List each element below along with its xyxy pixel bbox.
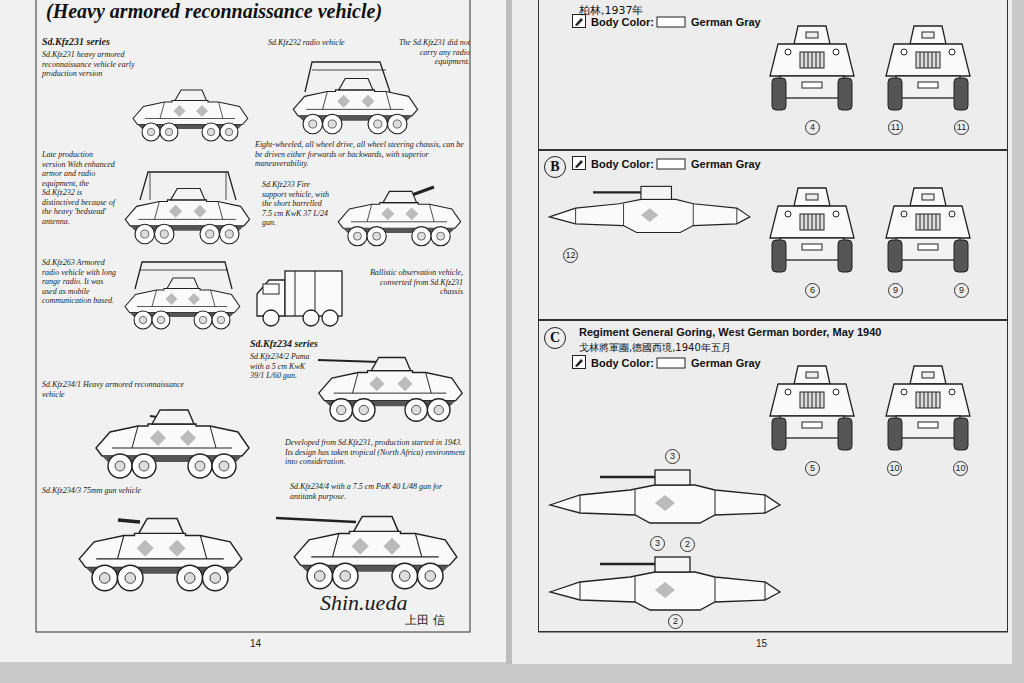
callout-number: 11 (888, 120, 903, 135)
series-heading: Sd.Kfz234 series (250, 338, 318, 350)
scheme-letter: B (550, 159, 559, 175)
vehicle-caption: Sd.Kfz234/2 Puma with a 5 cm KwK 39/1 L/… (250, 352, 312, 381)
vehicle-caption: Sd.Kfz234/1 Heavy armored reconnaissance… (42, 380, 202, 399)
color-label: Body Color: (591, 357, 654, 369)
scheme-panel: Body Color: German Gray B (538, 150, 1008, 320)
scheme-heading: Regiment General Goring, West German bor… (579, 326, 881, 338)
vehicle-caption: Sd.Kfz234/3 75mm gun vehicle (42, 486, 152, 496)
vehicle-caption: Late production version With enhanced ar… (42, 150, 118, 226)
color-label: Body Color: (591, 158, 654, 170)
vehicle-caption: Sd.Kfz233 Fire support vehicle, with the… (262, 180, 330, 228)
place-date: 柏林,1937年 (579, 3, 644, 18)
scheme-circle: C (544, 327, 566, 349)
callout-number: 11 (954, 120, 969, 135)
scheme-panel: Regiment General Goring, West German bor… (538, 320, 1008, 632)
vehicle-caption: The Sd.Kfz231 did not carry any radio eq… (392, 38, 470, 67)
vehicle-caption: Eight-wheeled, all wheel drive, all whee… (255, 140, 465, 169)
color-name: German Gray (691, 357, 761, 369)
callout-number: 2 (680, 537, 695, 552)
scheme-circle: B (544, 156, 566, 178)
callout-number: 3 (650, 536, 665, 551)
callout-number: 9 (888, 283, 903, 298)
callout-number: 5 (805, 461, 820, 476)
color-name: German Gray (691, 158, 761, 170)
page-number: 14 (250, 638, 261, 649)
series-heading: Sd.Kfz231 series (42, 36, 110, 48)
callout-number: 10 (953, 461, 968, 476)
color-label: Body Color: (591, 16, 654, 28)
vehicle-caption: Developed from Sd.Kfz231, production sta… (285, 438, 465, 467)
callout-number: 9 (954, 283, 969, 298)
color-name: German Gray (691, 16, 761, 28)
scheme-panel: 柏林,1937年Body Color: German Gray (538, 0, 1008, 150)
callout-number: 12 (563, 248, 578, 263)
vehicle-caption: Sd.Kfz263 Armored radio vehicle with lon… (42, 258, 118, 306)
page-title: (Heavy armored reconnaissance vehicle) (46, 0, 382, 23)
author-name: 上田 信 (405, 612, 445, 629)
signature: Shin.ueda (320, 590, 407, 616)
vehicle-caption: Ballistic observation vehicle, converted… (355, 268, 463, 297)
callout-number: 6 (805, 283, 820, 298)
scheme-letter: C (550, 330, 560, 346)
vehicle-caption: Sd.Kfz232 radio vehicle (268, 38, 383, 48)
callout-number: 10 (887, 461, 902, 476)
page-number: 15 (756, 638, 767, 649)
callout-number: 4 (805, 120, 820, 135)
scheme-heading-chinese: 戈林將軍團,德國西境,1940年五月 (579, 341, 731, 355)
vehicle-caption: Sd.Kfz234/4 with a 7.5 cm PaK 40 L/48 gu… (290, 482, 465, 501)
callout-number: 3 (665, 449, 680, 464)
vehicle-caption: Sd.Kfz231 heavy armored reconnaissance v… (42, 50, 137, 79)
callout-number: 2 (668, 614, 683, 629)
